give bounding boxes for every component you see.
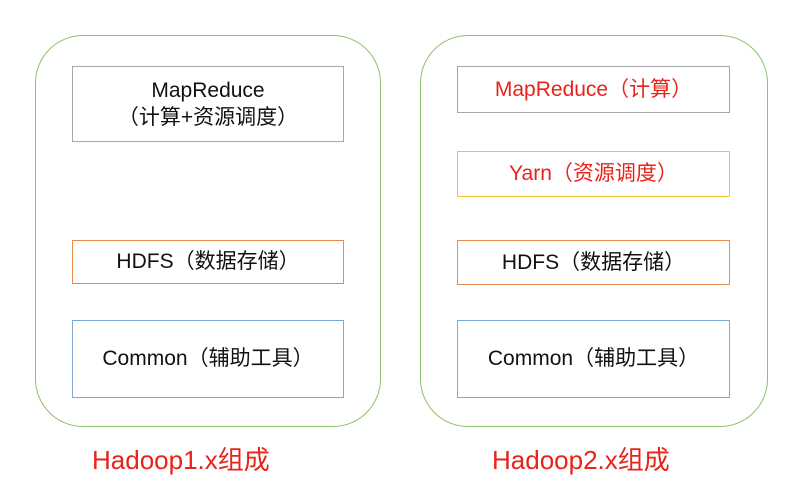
hadoop2-hdfs-box: HDFS（数据存储） [457, 240, 730, 285]
hadoop2-mapreduce-label: MapReduce（计算） [494, 77, 693, 101]
hadoop1-mapreduce-box: MapReduce （计算+资源调度） [72, 66, 344, 142]
hadoop2-yarn-box: Yarn（资源调度） [457, 151, 730, 197]
hadoop2-common-label: Common（辅助工具） [487, 347, 700, 371]
hadoop2-hdfs-label: HDFS（数据存储） [501, 250, 686, 274]
hadoop2-common-box: Common（辅助工具） [457, 320, 730, 398]
hadoop1-mapreduce-title: MapReduce [151, 78, 265, 102]
hadoop2-mapreduce-box: MapReduce（计算） [457, 66, 730, 113]
hadoop1-common-box: Common（辅助工具） [72, 320, 344, 398]
hadoop1-common-label: Common（辅助工具） [102, 347, 314, 371]
hadoop1-caption: Hadoop1.x组成 [92, 445, 270, 475]
hadoop1-mapreduce-desc: （计算+资源调度） [117, 106, 299, 129]
hadoop1-hdfs-box: HDFS（数据存储） [72, 240, 344, 284]
hadoop2-yarn-label: Yarn（资源调度） [509, 162, 678, 186]
hadoop2-caption: Hadoop2.x组成 [492, 445, 670, 475]
hadoop1-hdfs-label: HDFS（数据存储） [116, 250, 300, 274]
